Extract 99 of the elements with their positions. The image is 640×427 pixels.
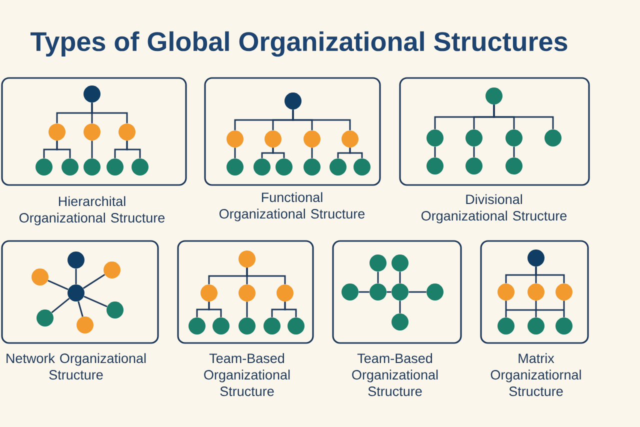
panel-label: Matrix Organizatiornal Structure (490, 353, 581, 396)
connector-line (292, 110, 351, 130)
org-node-circle (304, 158, 320, 176)
connector-line (563, 300, 565, 318)
org-node-circle (226, 130, 244, 148)
org-node-circle (238, 318, 256, 334)
org-node-circle (84, 86, 100, 102)
panel-label: Team-Based Organizational Structure (204, 353, 290, 396)
org-node-circle (84, 158, 100, 176)
connector-line (48, 280, 68, 290)
panel-label: Network Organizational Structure (6, 353, 146, 380)
connector-line (56, 140, 71, 158)
org-node-circle (238, 250, 256, 268)
org-node-circle (62, 158, 78, 176)
org-node-circle (104, 262, 120, 278)
connector-line (349, 148, 363, 158)
connector-line (284, 302, 297, 318)
connector-line (535, 300, 537, 318)
org-node-circle (106, 158, 124, 176)
org-node-circle (76, 316, 94, 334)
org-node-circle (528, 318, 544, 334)
connector-line (208, 302, 222, 318)
org-node-circle (188, 318, 206, 334)
org-node-circle (466, 158, 482, 174)
connector-line (91, 102, 128, 124)
org-node-circle (276, 158, 292, 176)
org-node-circle (84, 124, 100, 140)
connector-line (51, 298, 70, 314)
org-node-circle (392, 314, 408, 330)
org-node-circle (36, 158, 52, 176)
org-node-circle (528, 250, 544, 266)
org-node-circle (426, 284, 444, 300)
org-node-circle (486, 88, 502, 104)
org-node-circle (304, 130, 320, 148)
org-node-circle (498, 318, 514, 334)
panel-label: Functional Organizational Structure (219, 192, 365, 222)
panel-label: Hierarchital Organizational Structure (20, 196, 165, 226)
panel-label: Divisional Organizational Structure (421, 194, 567, 224)
connector-line (386, 291, 392, 293)
connector-line (272, 148, 285, 158)
connector-line (78, 301, 84, 317)
connector-line (377, 272, 379, 284)
connector-line (399, 272, 401, 284)
org-node-circle (392, 284, 408, 300)
org-node-circle (506, 130, 522, 146)
connector-line (535, 266, 565, 284)
org-node-circle (36, 310, 54, 326)
org-node-circle (288, 318, 304, 334)
org-node-circle (556, 284, 572, 300)
connector-line (399, 300, 401, 314)
org-node-circle (354, 158, 370, 176)
org-node-circle (68, 252, 84, 268)
org-node-circle (466, 130, 482, 146)
org-node-circle (106, 302, 124, 318)
org-node-circle (544, 130, 562, 146)
title: Types of Global Organizational Structures (30, 31, 568, 57)
connector-line (91, 140, 93, 158)
org-node-circle (118, 124, 136, 140)
connector-line (84, 296, 108, 308)
org-node-circle (426, 130, 444, 146)
connector-line (234, 148, 236, 158)
org-node-circle (254, 158, 270, 176)
org-node-circle (132, 158, 148, 176)
connector-line (75, 268, 77, 284)
org-node-circle (370, 254, 386, 272)
org-node-circle (226, 158, 244, 176)
org-node-circle (264, 130, 282, 148)
org-node-circle (392, 254, 408, 272)
org-node-circle (284, 92, 302, 110)
org-node-circle (238, 284, 256, 302)
connector-line (513, 146, 515, 158)
connector-line (246, 302, 248, 318)
org-node-circle (68, 284, 84, 302)
connector-line (493, 104, 554, 130)
org-node-circle (342, 130, 358, 148)
connector-line (82, 274, 106, 289)
connector-line (505, 300, 507, 318)
connector-line (358, 291, 370, 293)
org-node-circle (276, 284, 294, 302)
connector-line (434, 146, 436, 158)
connector-line (473, 146, 475, 158)
panel-label: Team-Based Organizational Structure (352, 353, 438, 396)
org-node-circle (32, 268, 48, 286)
org-node-circle (264, 318, 280, 334)
connector-line (311, 148, 313, 158)
org-node-circle (48, 124, 66, 140)
connector-line (126, 140, 141, 158)
org-node-circle (330, 158, 346, 176)
org-node-circle (556, 318, 572, 334)
org-node-circle (342, 284, 358, 300)
connector-line (408, 291, 426, 293)
org-node-circle (528, 284, 544, 300)
org-node-circle (506, 158, 522, 174)
org-node-circle (212, 318, 230, 334)
org-node-circle (426, 158, 444, 174)
org-node-circle (498, 284, 514, 300)
org-node-circle (200, 284, 218, 302)
org-node-circle (370, 284, 386, 300)
connector-line (246, 268, 286, 284)
